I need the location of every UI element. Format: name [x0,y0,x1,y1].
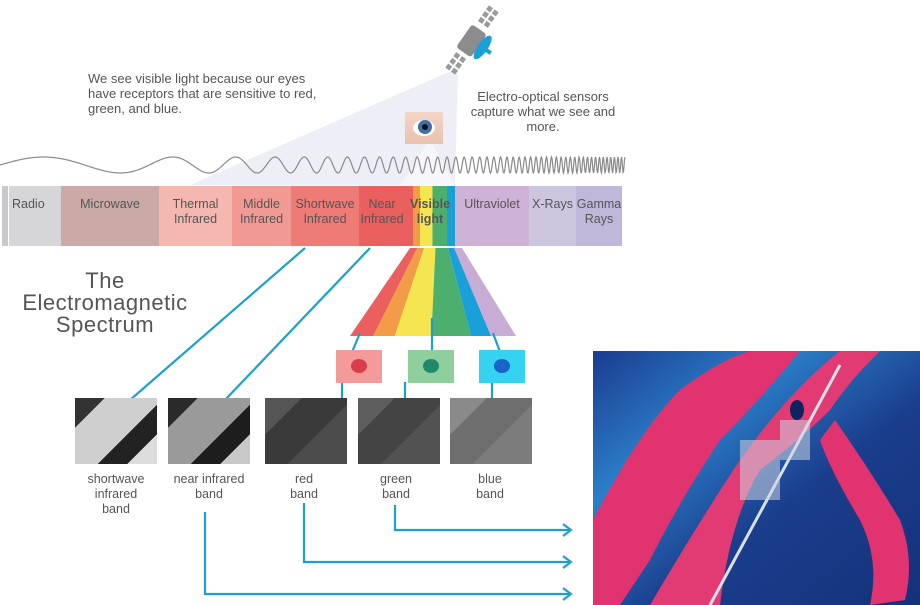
red-eye-icon [336,350,382,383]
connectors [129,247,573,601]
blue-eye-icon [479,350,525,383]
thumbnail-blue [450,398,532,464]
diagram-title: The Electromagnetic Spectrum [22,268,188,337]
thumbnail-near-infrared [168,398,250,464]
arrow-green-band [393,505,570,532]
fan-stripe [350,248,418,336]
wave-line [0,154,626,176]
spectrum-thermal-infrared[interactable]: Thermal Infrared [159,186,232,246]
connector-blue-eye [491,332,502,353]
thumbnail-red [265,398,347,464]
human-vision-note: We see visible light because our eyes ha… [88,71,317,116]
sensor-note: Electro-optical sensors capture what we … [470,89,616,134]
arrowhead-2 [562,555,573,569]
spectrum-x-rays[interactable]: X-Rays [529,186,576,246]
spectrum-visible-light[interactable]: Visible light [405,186,455,246]
arrowhead-1 [562,523,573,537]
arrow-nir-band [203,512,570,596]
arrowhead-3 [562,587,573,601]
eye-view-cone [400,140,455,185]
connector-swir [129,247,306,401]
connector-red-eye [350,332,362,353]
fan-stripe [431,248,472,336]
sensor-view-cone [190,68,458,185]
thumbnail-green [358,398,440,464]
spectrum-near-infrared[interactable]: Near Infrared [359,186,405,246]
human-eye-icon [405,112,443,144]
fan-stripe [373,248,425,336]
spectrum-gamma-rays[interactable]: Gamma Rays [576,186,622,246]
false-color-composite-image [593,351,920,605]
connector-nir [224,247,371,401]
green-eye-icon [408,350,454,383]
visible-light-fan [350,248,516,336]
spectrum-ultraviolet[interactable]: Ultraviolet [455,186,529,246]
spectrum-middle-infrared[interactable]: Middle Infrared [232,186,291,246]
thumbnail-shortwave-infrared [75,398,157,464]
spectrum-shortwave-infrared[interactable]: Shortwave Infrared [291,186,359,246]
arrow-red-band [302,503,570,564]
spectrum-microwave[interactable]: Microwave [61,186,159,246]
fan-stripe [394,248,436,336]
fan-stripe [447,248,492,336]
spectrum-radio[interactable]: Radio [9,186,61,246]
satellite-icon [445,5,499,75]
fan-stripe [454,248,516,336]
spectrum-break-marker [2,186,8,246]
